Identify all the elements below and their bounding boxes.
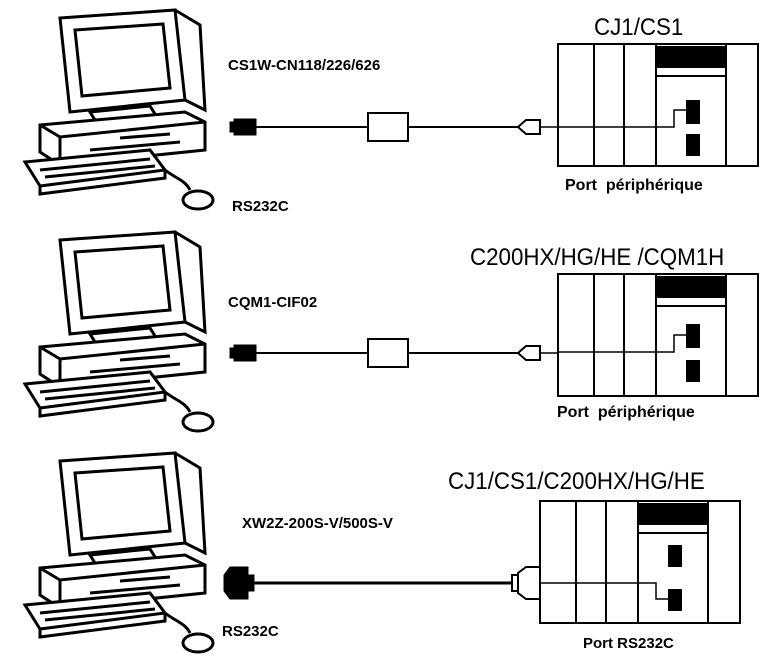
plc-model-title: CJ1/CS1/C200HX/HG/HE — [448, 468, 705, 495]
computer-icon — [22, 8, 215, 211]
computer-icon — [22, 451, 215, 654]
plc-port-label: Port périphérique — [565, 177, 703, 194]
cable — [229, 338, 558, 368]
plc-rack — [539, 500, 741, 624]
connection-row-3: XW2Z-200S-V/500S-V RS232C CJ1/CS1/C200HX… — [0, 443, 770, 663]
pc-port-label: RS232C — [222, 623, 279, 640]
plc-rack — [557, 43, 759, 167]
cable — [229, 112, 558, 142]
connection-row-2: CQM1-CIF02 C200HX/HG/HE /CQM1H Port — [0, 222, 770, 442]
plc-model-title: C200HX/HG/HE /CQM1H — [470, 244, 725, 271]
cable-label: XW2Z-200S-V/500S-V — [242, 515, 393, 532]
plc-port-label: Port RS232C — [583, 635, 674, 652]
cable — [223, 566, 560, 600]
plc-port-label: Port périphérique — [557, 404, 695, 421]
plc-model-title: CJ1/CS1 — [594, 14, 684, 41]
cable-label: CS1W-CN118/226/626 — [228, 57, 381, 74]
connection-row-1: CS1W-CN118/226/626 RS232C CJ1/CS1 — [0, 0, 770, 220]
computer-icon — [22, 230, 215, 433]
pc-port-label: RS232C — [232, 198, 289, 215]
plc-rack — [557, 273, 759, 397]
cable-label: CQM1-CIF02 — [228, 294, 318, 311]
